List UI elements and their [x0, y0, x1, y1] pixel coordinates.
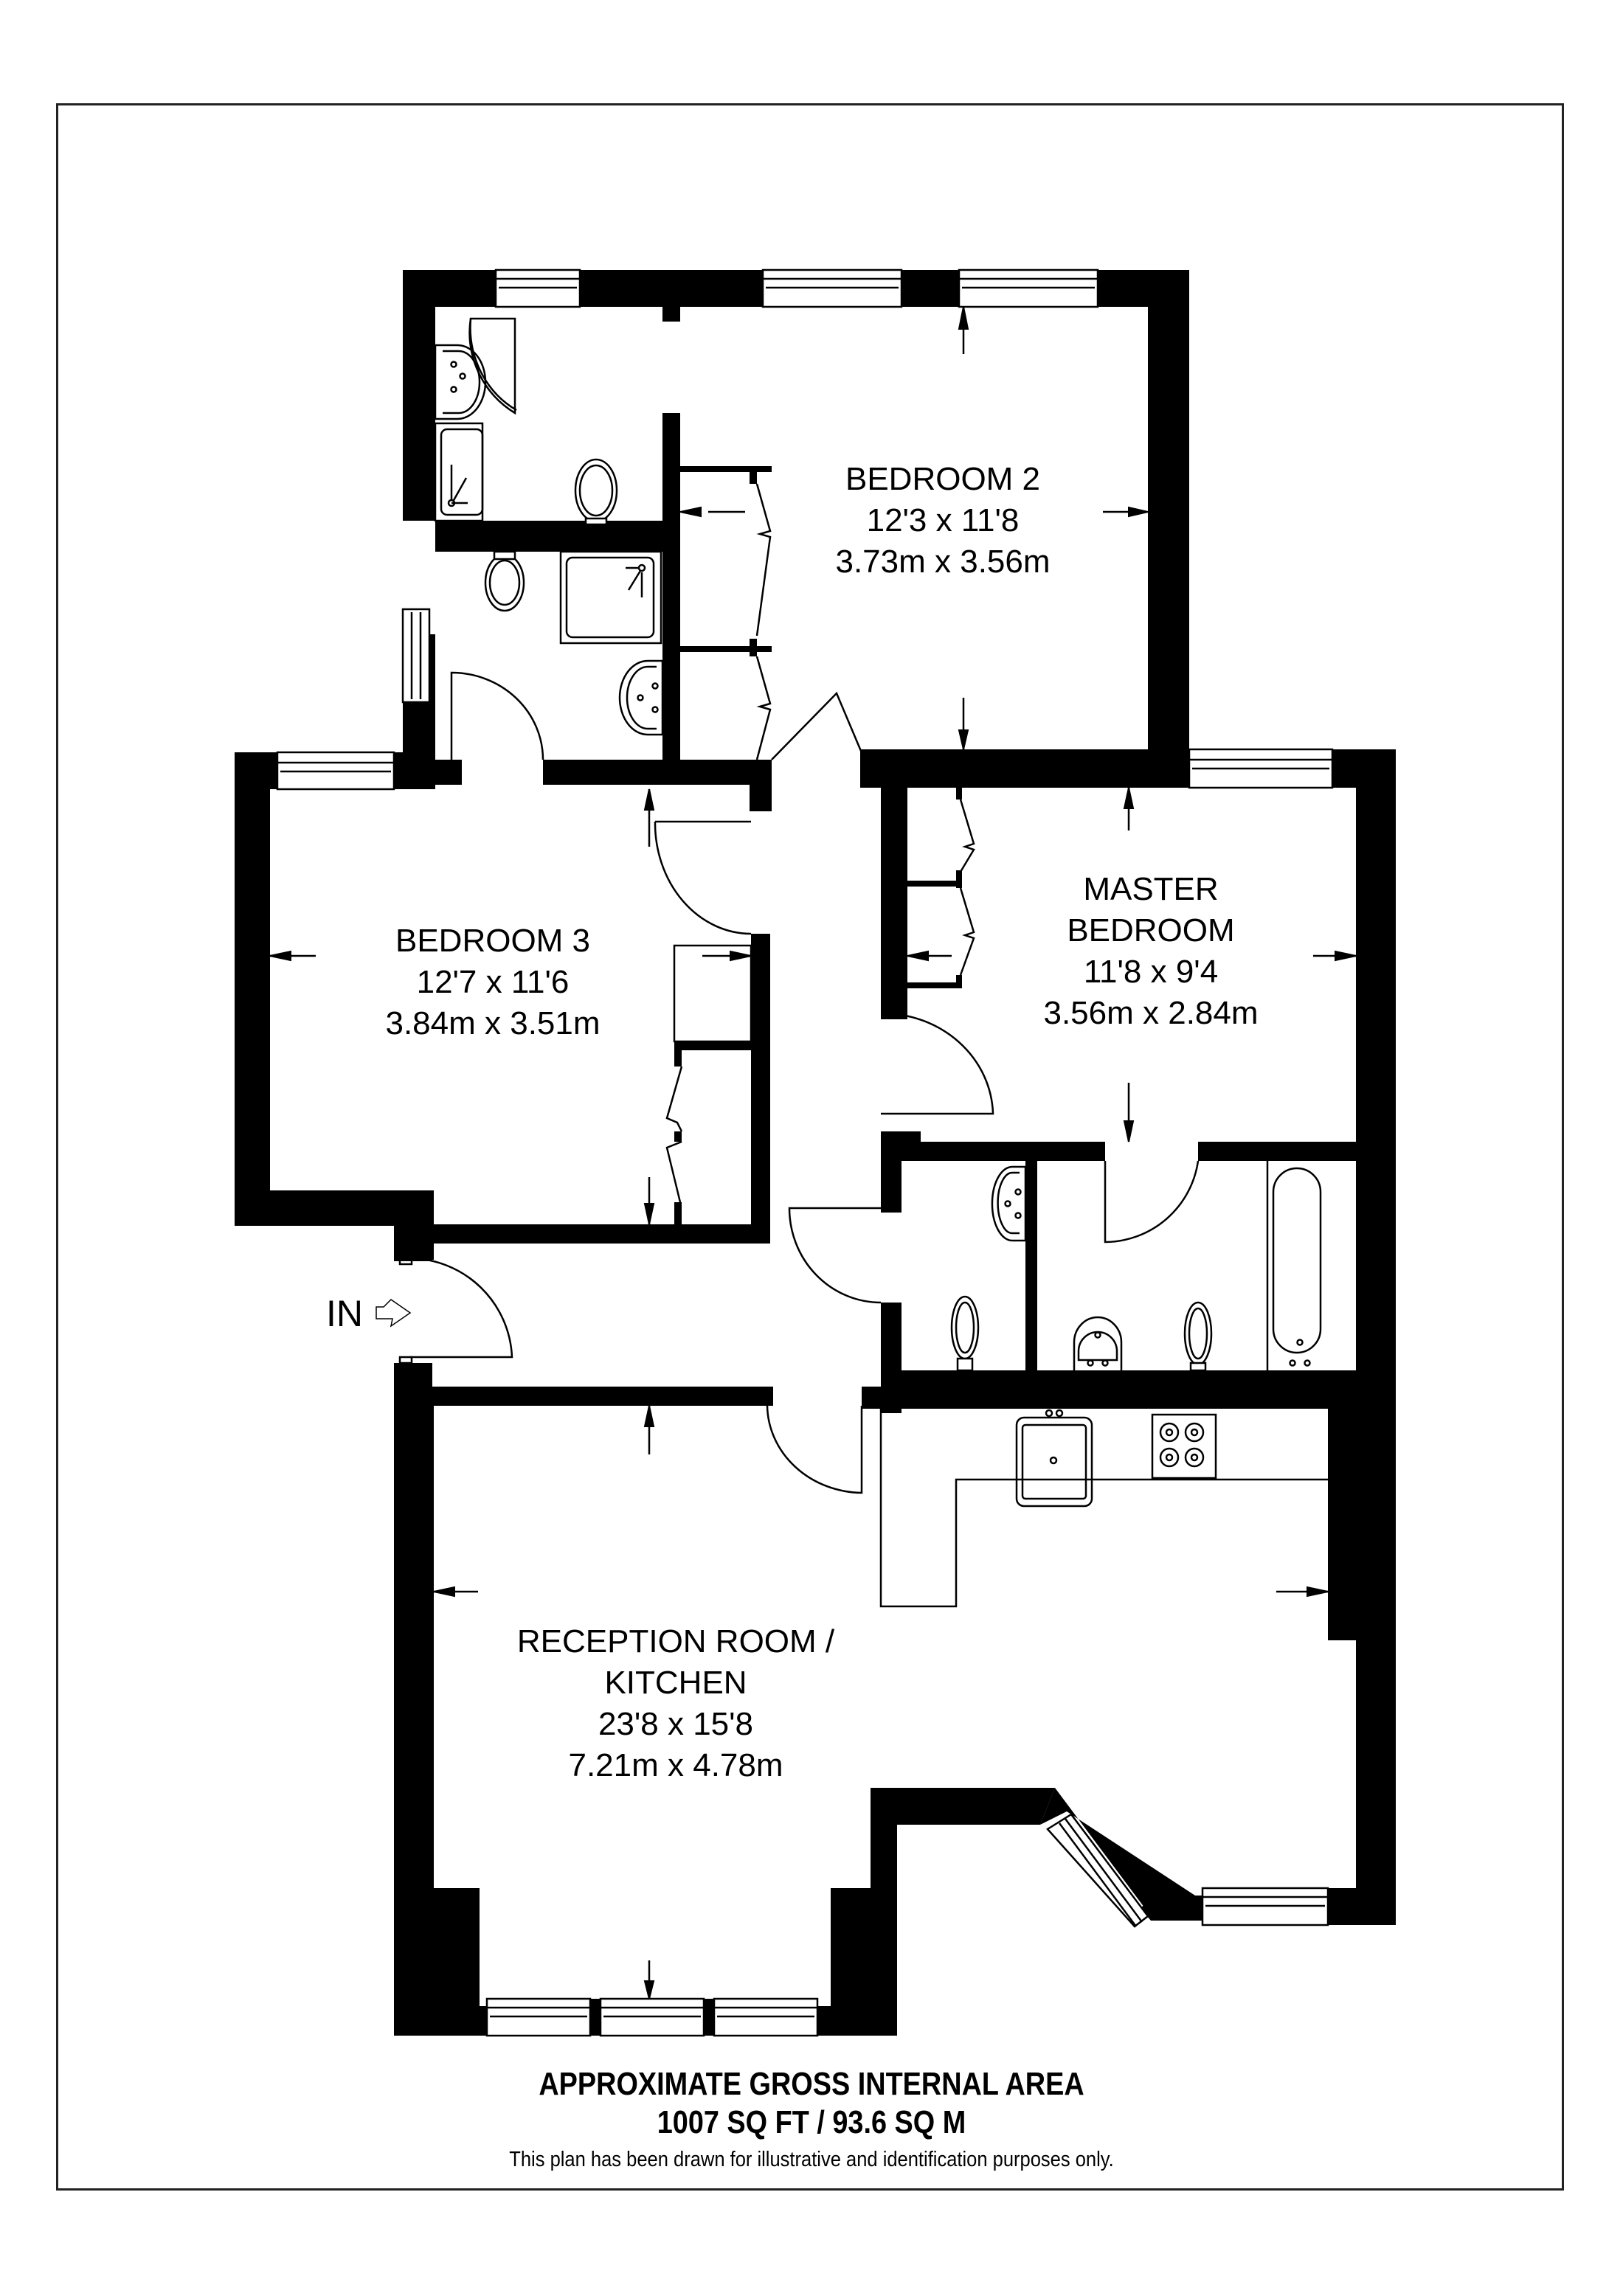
dimension-arrows — [269, 306, 1357, 2000]
room-label-reception-kitchen: RECEPTION ROOM / KITCHEN 23'8 x 15'8 7.2… — [517, 1621, 834, 1786]
master-walls — [860, 748, 1396, 1398]
bedroom2-windows — [401, 268, 1099, 704]
reception-walls — [394, 1387, 1396, 2037]
area-title: APPROXIMATE GROSS INTERNAL AREA — [539, 2066, 1084, 2102]
room-name: BEDROOM 3 — [395, 923, 591, 959]
entrance-label: IN — [326, 1293, 363, 1334]
room-name-line1: MASTER — [1083, 871, 1219, 907]
bathroom-walls — [788, 1142, 1396, 1413]
room-label-bedroom2: BEDROOM 2 12'3 x 11'8 3.73m x 3.56m — [835, 459, 1050, 583]
room-label-bedroom3: BEDROOM 3 12'7 x 11'6 3.84m x 3.51m — [385, 920, 600, 1044]
ensuite-fixtures — [434, 317, 618, 526]
room-dimensions-metric: 3.73m x 3.56m — [835, 544, 1051, 580]
drawing-frame — [56, 103, 1564, 2191]
room-name: BEDROOM 2 — [845, 461, 1041, 497]
room-dimensions-imperial: 11'8 x 9'4 — [1083, 954, 1219, 990]
room-name-line2: KITCHEN — [604, 1665, 747, 1701]
room-dimensions-imperial: 12'3 x 11'8 — [866, 502, 1020, 538]
room-dimensions-metric: 7.21m x 4.78m — [568, 1747, 783, 1783]
room-dimensions-imperial: 23'8 x 15'8 — [598, 1706, 754, 1742]
entrance-walls — [394, 1224, 513, 1404]
area-value: 1007 SQ FT / 93.6 SQ M — [657, 2104, 966, 2140]
room-name-line1: RECEPTION ROOM / — [516, 1623, 835, 1659]
arrow-right-outline-icon — [376, 1299, 412, 1328]
room-dimensions-metric: 3.56m x 2.84m — [1043, 995, 1259, 1031]
room-label-master-bedroom: MASTER BEDROOM 11'8 x 9'4 3.56m x 2.84m — [1043, 869, 1258, 1034]
disclaimer: This plan has been drawn for illustrativ… — [509, 2148, 1114, 2171]
room-dimensions-metric: 3.84m x 3.51m — [385, 1005, 601, 1041]
room-name-line2: BEDROOM — [1067, 912, 1235, 948]
room-dimensions-imperial: 12'7 x 11'6 — [416, 964, 570, 1000]
shower-room-fixtures — [450, 550, 664, 760]
bedroom3-walls — [235, 751, 770, 1260]
bedroom2-walls — [403, 270, 1189, 811]
bedroom2-doors — [755, 483, 866, 760]
